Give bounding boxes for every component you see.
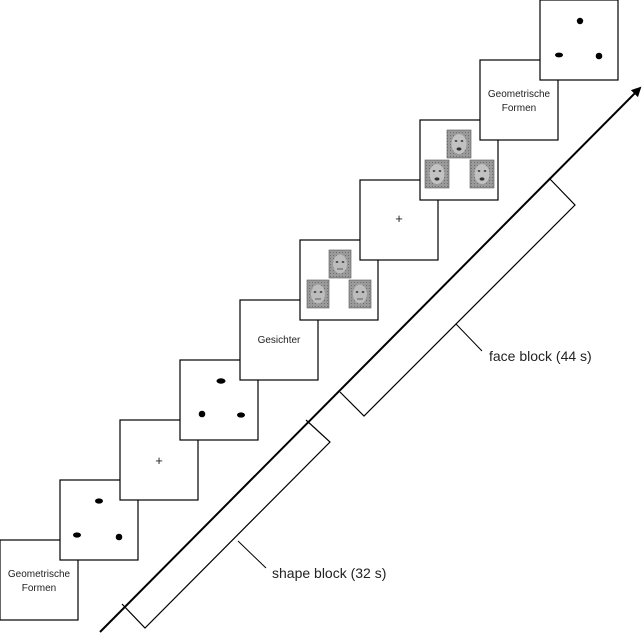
- frame-text-line1: Geometrische: [488, 89, 551, 100]
- shape-block-connector: [237, 540, 267, 569]
- shape-ellipse: [555, 52, 563, 58]
- face-photo: [446, 129, 472, 159]
- face-photo: [424, 159, 450, 189]
- fixation-cross: +: [155, 453, 163, 468]
- frame-text-line2: Formen: [502, 103, 536, 114]
- shape-ellipse: [95, 498, 103, 504]
- fixation-cross: +: [395, 211, 403, 226]
- shape-circle: [115, 533, 123, 541]
- shape-ellipse: [216, 378, 226, 384]
- face-block-label: face block (44 s): [489, 348, 592, 364]
- shape-circle: [198, 410, 206, 418]
- frame-instruction-shapes-2: Geometrische Formen: [479, 59, 559, 141]
- shape-block-label: shape block (32 s): [272, 565, 386, 581]
- frame-text-line2: Formen: [22, 583, 56, 594]
- frame-shape-trial-3: [539, 0, 619, 81]
- frame-text-label: Gesichter: [258, 335, 301, 346]
- face-photo: [328, 249, 352, 279]
- shape-ellipse: [73, 532, 81, 538]
- face-photo: [348, 279, 372, 309]
- face-photo: [306, 279, 330, 309]
- face-block-bracket: [339, 177, 576, 417]
- shape-circle: [595, 52, 603, 60]
- shape-ellipse: [237, 412, 245, 418]
- frame-text-line1: Geometrische: [8, 569, 71, 580]
- shape-block-bracket: [121, 419, 331, 629]
- face-block-connector: [455, 323, 483, 352]
- face-photo: [469, 159, 495, 189]
- shape-circle: [576, 17, 584, 25]
